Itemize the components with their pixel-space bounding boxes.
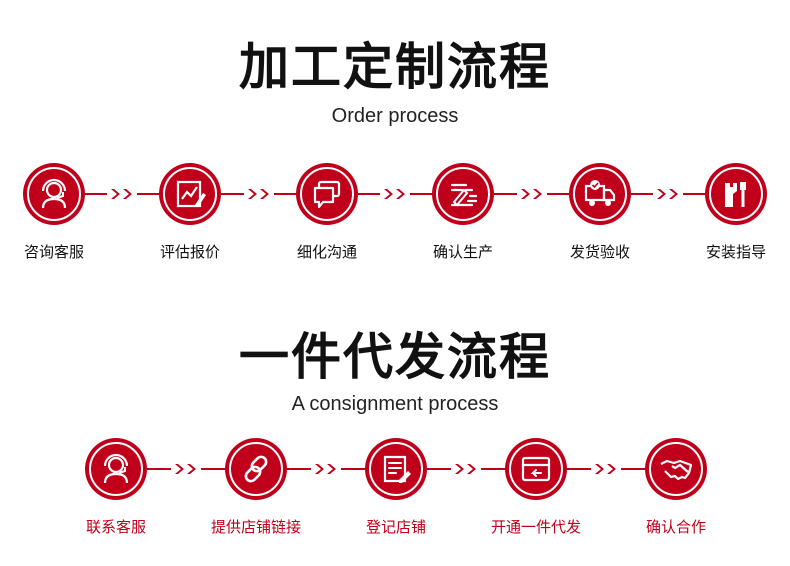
tools-icon	[705, 163, 767, 225]
step-label: 提供店铺链接	[210, 518, 301, 536]
flow-arrow	[380, 187, 410, 201]
consignment-process-flow: 联系客服 提供店铺链接 登记店铺 开通一件代发 确认合作	[0, 438, 790, 548]
flow-arrow	[107, 187, 137, 201]
step-quote: 评估报价	[140, 163, 240, 261]
order-process-title: 加工定制流程	[239, 38, 551, 96]
flow-arrow	[591, 462, 621, 476]
step-delivery: 发货验收	[550, 163, 650, 261]
flow-arrow	[517, 187, 547, 201]
register-icon	[365, 438, 427, 500]
step-production: 确认生产	[413, 163, 513, 261]
step-communication: 细化沟通	[277, 163, 377, 261]
step-provide-link: 提供店铺链接	[206, 438, 306, 536]
step-installation: 安装指导	[686, 163, 786, 261]
step-open-consignment: 开通一件代发	[486, 438, 586, 536]
production-icon	[432, 163, 494, 225]
flow-arrow	[171, 462, 201, 476]
step-label: 联系客服	[85, 518, 146, 536]
flow-arrow	[451, 462, 481, 476]
step-label: 安装指导	[705, 243, 766, 261]
customer-service-icon	[85, 438, 147, 500]
step-label: 开通一件代发	[490, 518, 581, 536]
chart-quote-icon	[159, 163, 221, 225]
step-label: 评估报价	[159, 243, 220, 261]
consignment-process-title: 一件代发流程	[239, 328, 551, 386]
step-label: 登记店铺	[365, 518, 426, 536]
step-label: 咨询客服	[23, 243, 84, 261]
customer-service-icon	[23, 163, 85, 225]
link-icon	[225, 438, 287, 500]
inbox-icon	[505, 438, 567, 500]
chat-icon	[296, 163, 358, 225]
consignment-process-subtitle: A consignment process	[291, 393, 499, 415]
delivery-truck-icon	[569, 163, 631, 225]
flow-arrow	[653, 187, 683, 201]
step-customer-service: 咨询客服	[4, 163, 104, 261]
step-confirm-cooperation: 确认合作	[626, 438, 726, 536]
step-contact-service: 联系客服	[66, 438, 166, 536]
step-register-store: 登记店铺	[346, 438, 446, 536]
flow-arrow	[311, 462, 341, 476]
step-label: 细化沟通	[296, 243, 357, 261]
order-process-flow: 咨询客服 评估报价 细化沟通 确认生产 发货验收 安装指导	[0, 163, 790, 273]
step-label: 确认合作	[645, 518, 706, 536]
order-process-subtitle: Order process	[331, 105, 459, 127]
flow-arrow	[244, 187, 274, 201]
step-label: 确认生产	[432, 243, 493, 261]
step-label: 发货验收	[569, 243, 630, 261]
handshake-icon	[645, 438, 707, 500]
